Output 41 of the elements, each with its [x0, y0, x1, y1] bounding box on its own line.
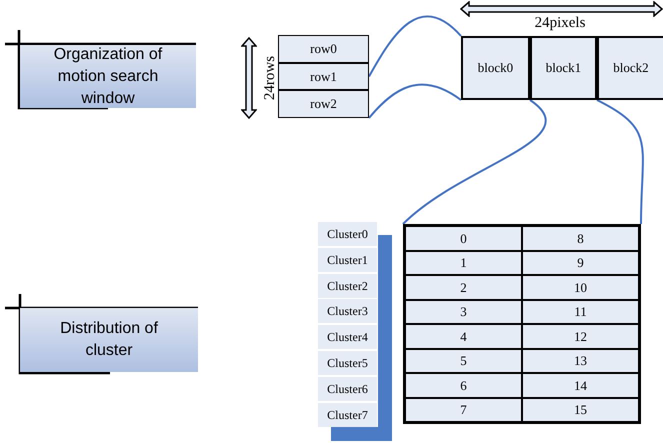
table-cell: 6 [405, 373, 522, 398]
table-grid [403, 224, 641, 424]
connector-curve [368, 16, 462, 77]
table-cell: 5 [405, 348, 522, 373]
table-cell: 7 [405, 398, 522, 422]
cluster-box: Cluster7 [318, 402, 377, 427]
section-heading-box: Organization of motion search window [20, 45, 196, 108]
block-box: block1 [530, 36, 597, 100]
row-box: row1 [278, 63, 369, 90]
connector-curve [402, 99, 546, 225]
table-cell: 2 [405, 275, 522, 300]
table-cell: 14 [522, 373, 639, 398]
table-cell: 12 [522, 324, 639, 348]
cluster-box: Cluster4 [318, 325, 377, 350]
cluster-box: Cluster5 [318, 351, 377, 375]
table-cell: 3 [405, 300, 522, 324]
cluster-box: Cluster0 [318, 222, 377, 246]
table-cell: 8 [522, 226, 639, 250]
dimension-arrow [460, 1, 663, 17]
cluster-box: Cluster6 [318, 376, 377, 401]
cluster-box: Cluster2 [318, 274, 377, 298]
connector-curve [368, 84, 462, 119]
dimension-label: 24rows [262, 54, 278, 102]
table-cell: 11 [522, 300, 639, 324]
row-box: row2 [278, 90, 369, 118]
dimension-arrow [241, 37, 257, 119]
table-cell: 4 [405, 324, 522, 348]
table-cell: 13 [522, 348, 639, 373]
section-heading-box: Distribution of cluster [20, 308, 198, 372]
cluster-box: Cluster3 [318, 299, 377, 324]
cluster-box: Cluster1 [318, 248, 377, 272]
row-box: row0 [278, 35, 369, 63]
table-cell: 10 [522, 275, 639, 300]
table-cell: 9 [522, 250, 639, 275]
block-box: block2 [597, 36, 663, 100]
table-cell: 15 [522, 398, 639, 422]
table-cell: 0 [405, 226, 522, 250]
block-box: block0 [461, 36, 530, 100]
dimension-label: 24pixels [534, 14, 586, 32]
table-cell: 1 [405, 250, 522, 275]
connector-curve [596, 99, 644, 224]
